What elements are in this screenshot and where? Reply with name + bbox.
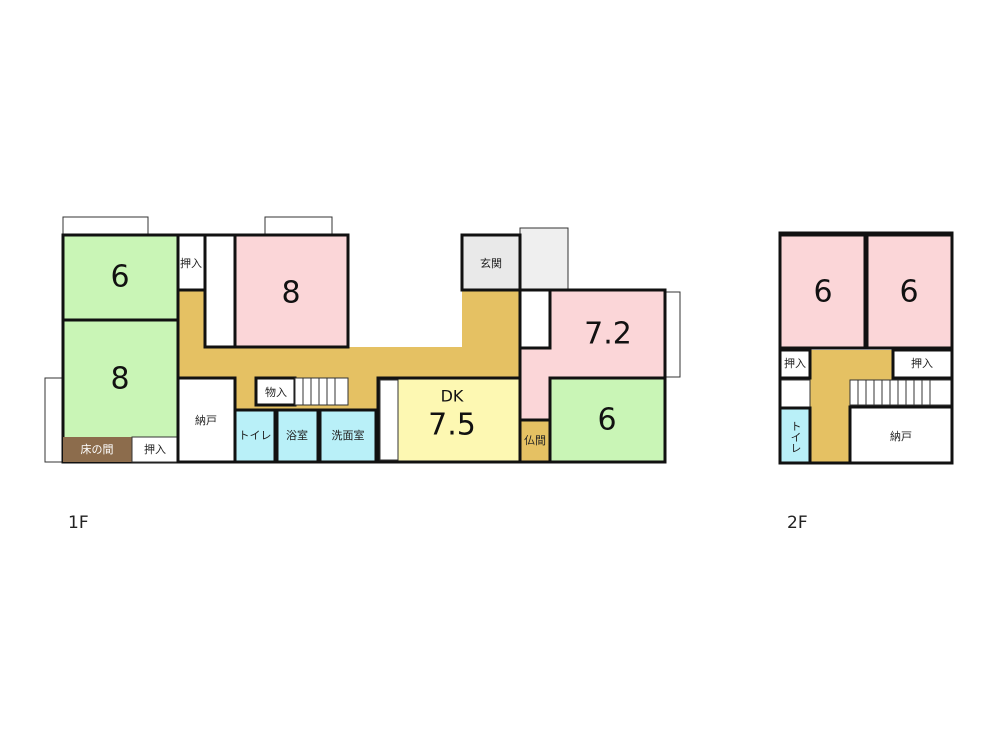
kitchen-counter — [379, 379, 399, 461]
room-label: 玄関 — [480, 256, 502, 270]
room-label: 押入 — [144, 442, 166, 456]
room-size: 7.2 — [584, 317, 632, 352]
room-size: 8 — [110, 362, 129, 397]
yoshitsu-8 — [233, 233, 350, 349]
bay-window — [264, 216, 333, 236]
floor-2: 6 6 押入 押入 トイレ 納戸 2F — [778, 231, 954, 533]
room-label: 物入 — [265, 385, 287, 399]
room-size: 8 — [281, 276, 300, 311]
washitsu-6-e — [548, 376, 667, 464]
washitsu-6-nw — [61, 233, 180, 322]
entrance-porch — [519, 227, 569, 291]
bay-window — [44, 377, 64, 463]
floor-label: 1F — [68, 513, 89, 533]
washroom — [318, 408, 378, 464]
stairs — [294, 377, 349, 406]
corridor — [810, 350, 893, 463]
closet-strip — [203, 233, 237, 349]
room-size: 6 — [899, 275, 918, 310]
genkan — [460, 233, 522, 292]
oshiire-top — [176, 233, 207, 292]
bay-window — [62, 216, 149, 236]
floor-1: 6 8 床の間 押入 押入 8 納戸 物入 トイレ 浴室 洗面室 玄関 DK 7… — [44, 216, 681, 533]
oshiire-bottom — [131, 436, 179, 463]
room-label: 押入 — [911, 356, 933, 370]
room-label: 洗面室 — [332, 428, 365, 442]
floor-label: 2F — [787, 513, 808, 533]
dk — [376, 376, 522, 464]
nando — [176, 376, 237, 464]
stairs — [849, 379, 953, 406]
room-size: 7.5 — [428, 408, 476, 443]
room-label: 押入 — [180, 256, 202, 270]
room-label: DK — [441, 387, 464, 406]
room-size: 6 — [813, 275, 832, 310]
room-size: 6 — [597, 403, 616, 438]
room-label: 押入 — [784, 356, 806, 370]
room-label: 納戸 — [890, 430, 912, 443]
room-label: 床の間 — [81, 442, 114, 456]
bath — [275, 408, 320, 464]
yoshitsu-6-left — [778, 233, 867, 350]
tokonoma — [63, 437, 132, 462]
room-label: トイレ — [789, 421, 802, 454]
room-label: 浴室 — [286, 428, 308, 442]
closet-east — [518, 288, 552, 350]
toilet — [233, 408, 277, 464]
sink — [779, 379, 811, 409]
room-size: 6 — [110, 260, 129, 295]
bay-window — [664, 291, 681, 378]
outer-wall — [778, 231, 954, 465]
room-label: 納戸 — [195, 414, 217, 427]
oshiire-left — [778, 348, 812, 380]
room-label: 仏間 — [524, 434, 546, 447]
room-label: トイレ — [239, 429, 272, 442]
